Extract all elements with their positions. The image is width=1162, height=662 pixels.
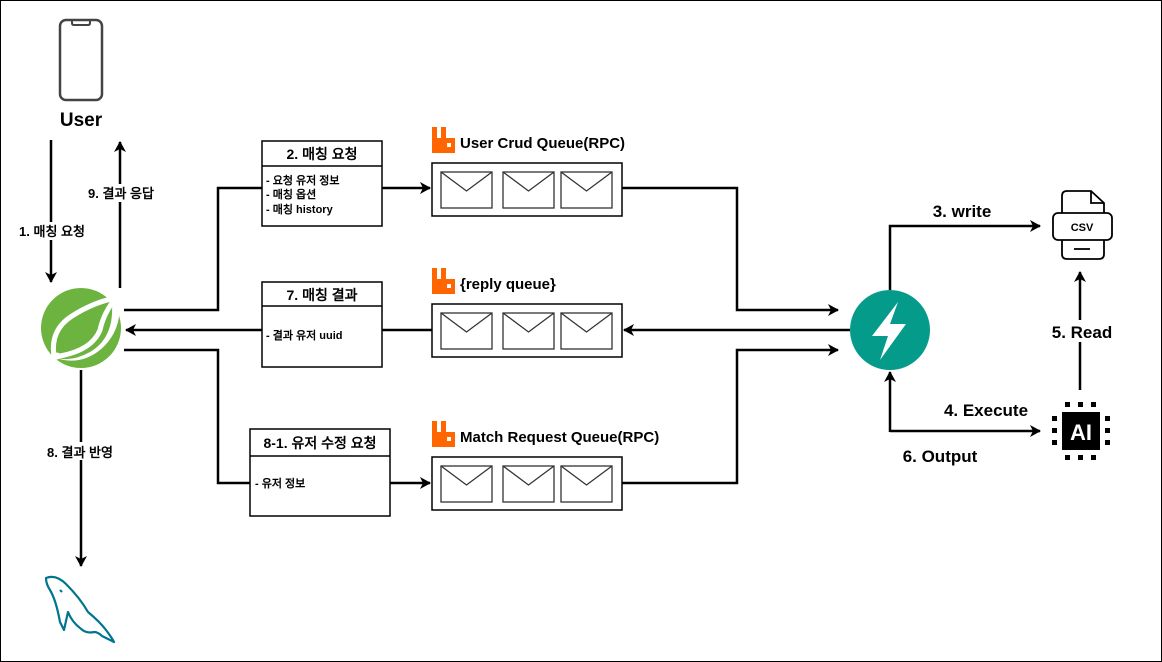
user-label: User [60, 110, 103, 131]
message-title: 7. 매칭 결과 [287, 287, 358, 303]
message-line: - 요청 유저 정보 [266, 173, 340, 187]
edge-fastapi-to-csv [888, 220, 1041, 290]
envelope-icon [560, 312, 613, 350]
envelope-icon [440, 171, 493, 209]
edge-queue3-to-fastapi [622, 344, 839, 485]
queue: User Crud Queue(RPC) [431, 127, 625, 217]
csv-label: CSV [1071, 222, 1094, 234]
queue-name: Match Request Queue(RPC) [460, 429, 659, 446]
ai-chip-icon [1052, 402, 1110, 460]
lightning-icon [850, 290, 930, 370]
envelope-icon [502, 465, 555, 503]
envelope-icon [440, 465, 493, 503]
message-line: - 매칭 history [266, 202, 334, 216]
queue: {reply queue} [431, 268, 623, 358]
ai-label: AI [1070, 420, 1092, 445]
message-line: - 결과 유저 uuid [266, 328, 343, 342]
message-card-user-update: 8-1. 유저 수정 요청 - 유저 정보 [249, 428, 391, 517]
edge-label-read: 5. Read [1052, 323, 1112, 342]
edge-label-request: 1. 매칭 요청 [19, 224, 85, 239]
message-title: 2. 매칭 요청 [287, 146, 358, 162]
message-line: - 유저 정보 [255, 476, 305, 490]
edge-spring-to-msg1 [124, 186, 262, 312]
edge-spring-to-msg3 [124, 348, 250, 485]
csv-file-icon [1052, 190, 1113, 260]
edge-label-response: 9. 결과 응답 [88, 186, 154, 201]
message-card-match-request: 2. 매칭 요청 - 요청 유저 정보 - 매칭 옵션 - 매칭 history [261, 140, 383, 227]
rabbitmq-icon [432, 127, 455, 153]
mysql-dolphin-icon [44, 575, 116, 644]
envelope-icon [440, 312, 493, 350]
queue: Match Request Queue(RPC) [431, 421, 659, 511]
smartphone-icon [58, 18, 104, 102]
rabbitmq-icon [432, 421, 455, 447]
edge-queue1-to-fastapi [622, 186, 839, 316]
edge-label-persist: 8. 결과 반영 [47, 445, 113, 460]
message-card-match-result: 7. 매칭 결과 - 결과 유저 uuid [261, 281, 383, 368]
rabbitmq-icon [432, 268, 455, 294]
queue-name: {reply queue} [460, 276, 556, 293]
spring-leaf-icon [41, 288, 123, 368]
message-title: 8-1. 유저 수정 요청 [263, 435, 376, 451]
edge-label-execute: 4. Execute [944, 401, 1028, 420]
envelope-icon [502, 171, 555, 209]
message-line: - 매칭 옵션 [266, 187, 316, 201]
edge-label-output: 6. Output [903, 447, 978, 466]
envelope-icon [502, 312, 555, 350]
edge-label-write: 3. write [933, 202, 992, 221]
envelope-icon [560, 171, 613, 209]
queue-name: User Crud Queue(RPC) [460, 135, 625, 152]
envelope-icon [560, 465, 613, 503]
